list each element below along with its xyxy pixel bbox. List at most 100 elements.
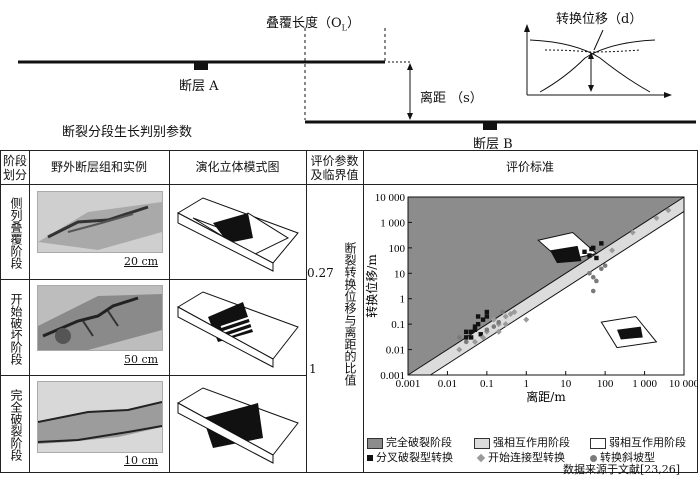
y-tick-label: 1 000	[380, 217, 405, 229]
header-criteria: 评价标准	[505, 160, 554, 174]
point-ramp	[594, 278, 599, 284]
source-note: 数据来源于文献[23,26]	[563, 463, 681, 476]
x-tick-label: 1 000	[632, 378, 657, 390]
fault-a-label: 断层 A	[179, 79, 219, 94]
point-linking	[471, 338, 478, 345]
legend-item-full-rupture: 完全破裂阶段	[367, 434, 452, 450]
inset-y-arrowhead	[524, 24, 530, 32]
point-ramp	[602, 263, 608, 268]
fault-b-block	[483, 122, 497, 130]
legend-item-branching: 分叉破裂型转换	[367, 449, 453, 465]
point-branching	[484, 309, 490, 315]
header-divider	[1, 184, 697, 185]
point-branching	[472, 324, 478, 329]
y-tick-label: 0.1	[391, 319, 405, 331]
fault-parameter-schematic: 叠覆长度（OL） 转换位移（d） 断层 A 断层 B 离距 （s） 断裂分段生长…	[0, 0, 700, 152]
point-linking	[456, 346, 463, 353]
scale-bar-3: 10 cm	[124, 454, 159, 467]
point-ramp	[590, 288, 596, 294]
row-divider-1	[1, 279, 306, 280]
col-divider-1	[29, 151, 30, 472]
point-linking	[523, 316, 530, 323]
point-ramp	[463, 339, 469, 345]
header-stage: 阶段划分	[2, 154, 27, 182]
field-photo-2	[37, 285, 163, 351]
point-ramp	[484, 327, 490, 333]
header-field: 野外断层组和实例	[50, 160, 147, 174]
inset-arrowhead-down	[588, 85, 594, 92]
point-branching	[468, 329, 474, 334]
plot-frame	[407, 196, 685, 376]
separation-arrow-head-up	[407, 63, 413, 70]
inset-total-curve	[544, 49, 641, 53]
model-diagram-3	[176, 387, 299, 464]
threshold-1: 1	[309, 362, 317, 376]
row-divider-2	[1, 375, 306, 376]
square-marker	[367, 455, 373, 461]
header-model: 演化立体模式图	[195, 160, 280, 174]
point-branching	[480, 317, 486, 322]
inset-leader-line	[593, 29, 604, 51]
model-diagram-1	[176, 197, 299, 272]
point-branching	[468, 335, 474, 340]
field-photo-3	[37, 381, 163, 453]
swatch-weak	[590, 437, 606, 449]
x-tick-label: 100	[597, 378, 614, 390]
evaluation-table: 阶段划分 野外断层组和实例 演化立体模式图 评价参数及临界值 评价标准 侧列叠覆…	[0, 150, 698, 476]
schematic-svg	[18, 24, 696, 130]
circle-marker	[590, 454, 597, 462]
inset-curve-b	[539, 39, 656, 93]
x-tick-label: 0.001	[396, 378, 421, 390]
scale-bar-2: 50 cm	[124, 353, 159, 366]
point-linking	[502, 313, 509, 320]
y-axis-label: 转换位移/m	[364, 254, 379, 318]
diamond-marker	[476, 453, 486, 463]
y-tick-label: 100	[389, 243, 406, 255]
col-divider-3	[306, 151, 307, 472]
x-tick-label: 0.01	[438, 378, 457, 390]
point-linking	[665, 207, 672, 214]
stage-label-2: 开始破坏阶段	[9, 293, 23, 365]
x-tick-label: 0.1	[480, 378, 494, 390]
scale-bar-1: 20 cm	[124, 255, 159, 268]
point-ramp	[599, 266, 604, 272]
boundary-ratio-0-27	[430, 211, 685, 376]
point-branching	[464, 335, 469, 340]
point-linking	[490, 316, 497, 323]
y-tick-label: 0.01	[386, 345, 405, 357]
y-tick-label: 10	[394, 268, 406, 280]
separation-arrow-head-down	[407, 113, 413, 120]
swatch-strong	[474, 437, 490, 449]
point-branching	[594, 255, 599, 261]
fault-a-block	[194, 62, 208, 70]
point-branching	[587, 253, 592, 258]
legend-item-strong: 强相互作用阶段	[474, 434, 570, 450]
point-ramp	[587, 270, 592, 276]
inset-arrowhead-up	[588, 52, 594, 59]
point-ramp	[590, 274, 596, 280]
inset-model-weak-block	[617, 326, 643, 340]
x-tick-label: 10	[560, 378, 572, 390]
point-branching	[464, 329, 469, 334]
boundary-ratio-1	[407, 196, 685, 376]
point-branching	[484, 314, 490, 319]
displacement-label: 转换位移（d）	[556, 12, 643, 27]
point-linking	[609, 247, 616, 254]
point-branching	[599, 241, 604, 246]
legend-item-linking: 开始连接型转换	[476, 449, 565, 465]
point-branching	[475, 314, 481, 319]
y-tick-label: 1	[400, 294, 406, 306]
field-photo-1	[37, 191, 163, 253]
schematic-caption: 断裂分段生长判别参数	[62, 125, 193, 140]
point-branching	[582, 249, 587, 254]
inset-curve-a	[529, 39, 651, 93]
col-divider-2	[169, 151, 170, 472]
point-linking	[629, 229, 636, 236]
y-tick-label: 10 000	[375, 192, 406, 204]
separation-label: 离距 （s）	[420, 91, 483, 106]
legend-item-ramp: 转换斜坡型	[590, 449, 655, 465]
point-branching	[475, 321, 481, 327]
param-description: 断裂转换位移与离距的比值	[343, 242, 357, 386]
y-tick-label: 0.001	[380, 370, 405, 382]
